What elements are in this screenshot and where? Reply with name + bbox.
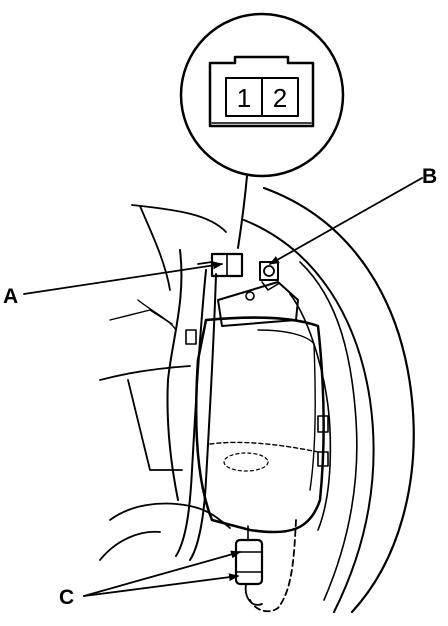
inset-leader-line [237,175,248,249]
pin-label-1: 1 [237,83,251,113]
leader-line-a [23,261,223,295]
fastener-b [259,261,279,291]
connector-housing [208,55,315,128]
leader-line-b [269,177,423,265]
body-panel-outline [99,186,415,614]
pin-cavity-2 [261,77,299,117]
pump-c [234,525,264,606]
connector-detail-inset: 1 2 [179,12,345,178]
leader-line-c-1 [83,550,241,597]
magnifier-circle [179,12,345,178]
leader-line-c-2 [83,573,239,597]
callout-label-a: A [3,285,18,308]
callout-label-c: C [59,586,74,609]
callout-label-b: B [422,165,437,188]
reservoir-tank [194,281,325,534]
pin-label-2: 2 [273,83,287,113]
wiring-harness [166,249,332,613]
